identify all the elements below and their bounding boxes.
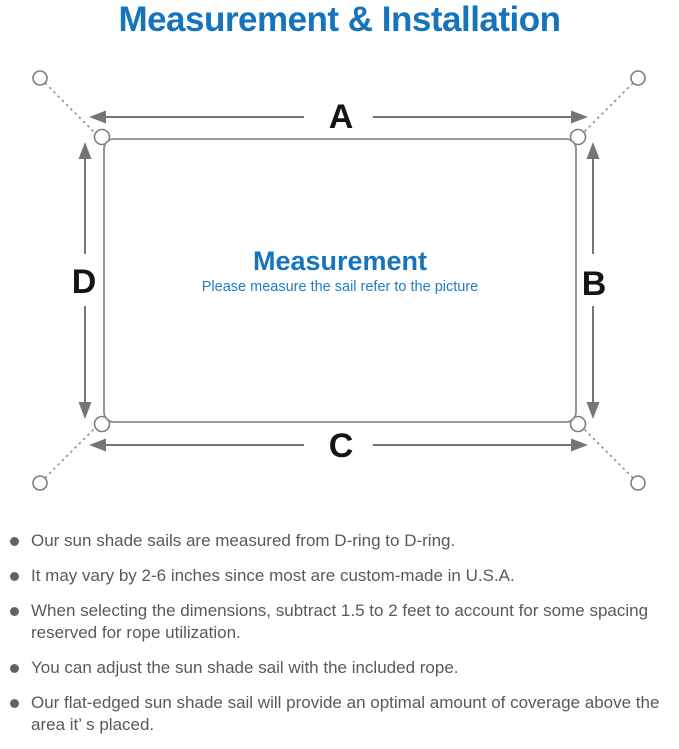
list-item: Our sun shade sails are measured from D-… bbox=[10, 530, 660, 552]
dimension-label-c: C bbox=[329, 427, 354, 465]
d-ring-icon-bottom-right bbox=[569, 415, 587, 433]
rope-line-bottom-left bbox=[44, 423, 100, 479]
dimension-arrow-b-heads bbox=[586, 142, 600, 419]
measurement-diagram: A B C D bbox=[32, 70, 646, 491]
d-ring-icon-top-left bbox=[93, 128, 111, 146]
anchor-point-icon-top-left bbox=[32, 70, 48, 86]
d-ring-icon-top-right bbox=[569, 128, 587, 146]
d-ring-icon-bottom-left bbox=[93, 415, 111, 433]
dimension-arrow-a-heads bbox=[89, 110, 588, 124]
rope-line-top-right bbox=[578, 82, 634, 138]
bullet-icon bbox=[10, 571, 19, 581]
list-item: Our flat-edged sun shade sail will provi… bbox=[10, 692, 660, 736]
anchor-point-icon-bottom-right bbox=[630, 475, 646, 491]
arrowhead-right-icon bbox=[571, 438, 588, 452]
bullet-icon bbox=[10, 606, 19, 616]
dimension-label-b: B bbox=[582, 265, 607, 303]
note-text: Our flat-edged sun shade sail will provi… bbox=[31, 693, 660, 734]
arrowhead-down-icon bbox=[586, 402, 600, 419]
notes-list: Our sun shade sails are measured from D-… bbox=[10, 530, 660, 749]
arrowhead-up-icon bbox=[586, 142, 600, 159]
sail-outline bbox=[103, 138, 577, 423]
list-item: You can adjust the sun shade sail with t… bbox=[10, 657, 660, 679]
note-text: You can adjust the sun shade sail with t… bbox=[31, 658, 459, 677]
arrowhead-left-icon bbox=[89, 438, 106, 452]
bullet-icon bbox=[10, 663, 19, 673]
anchor-point-icon-top-right bbox=[630, 70, 646, 86]
arrowhead-left-icon bbox=[89, 110, 106, 124]
bullet-icon bbox=[10, 698, 19, 708]
list-item: When selecting the dimensions, subtract … bbox=[10, 600, 660, 644]
dimension-label-a: A bbox=[329, 98, 354, 136]
dimension-arrow-c-heads bbox=[89, 438, 588, 452]
arrowhead-down-icon bbox=[78, 402, 92, 419]
list-item: It may vary by 2-6 inches since most are… bbox=[10, 565, 660, 587]
arrowhead-up-icon bbox=[78, 142, 92, 159]
anchor-points bbox=[32, 70, 646, 491]
rope-line-top-left bbox=[44, 82, 100, 138]
note-text: It may vary by 2-6 inches since most are… bbox=[31, 566, 515, 585]
note-text: Our sun shade sails are measured from D-… bbox=[31, 531, 456, 550]
note-text: When selecting the dimensions, subtract … bbox=[31, 601, 649, 642]
rope-line-bottom-right bbox=[578, 423, 634, 479]
anchor-point-icon-bottom-left bbox=[32, 475, 48, 491]
attachment-ropes bbox=[44, 82, 634, 479]
bullet-icon bbox=[10, 536, 19, 546]
d-rings bbox=[93, 128, 587, 433]
arrowhead-right-icon bbox=[571, 110, 588, 124]
dimension-label-d: D bbox=[72, 263, 97, 301]
page-title: Measurement & Installation bbox=[118, 0, 561, 39]
dimension-arrow-d-heads bbox=[78, 142, 92, 419]
